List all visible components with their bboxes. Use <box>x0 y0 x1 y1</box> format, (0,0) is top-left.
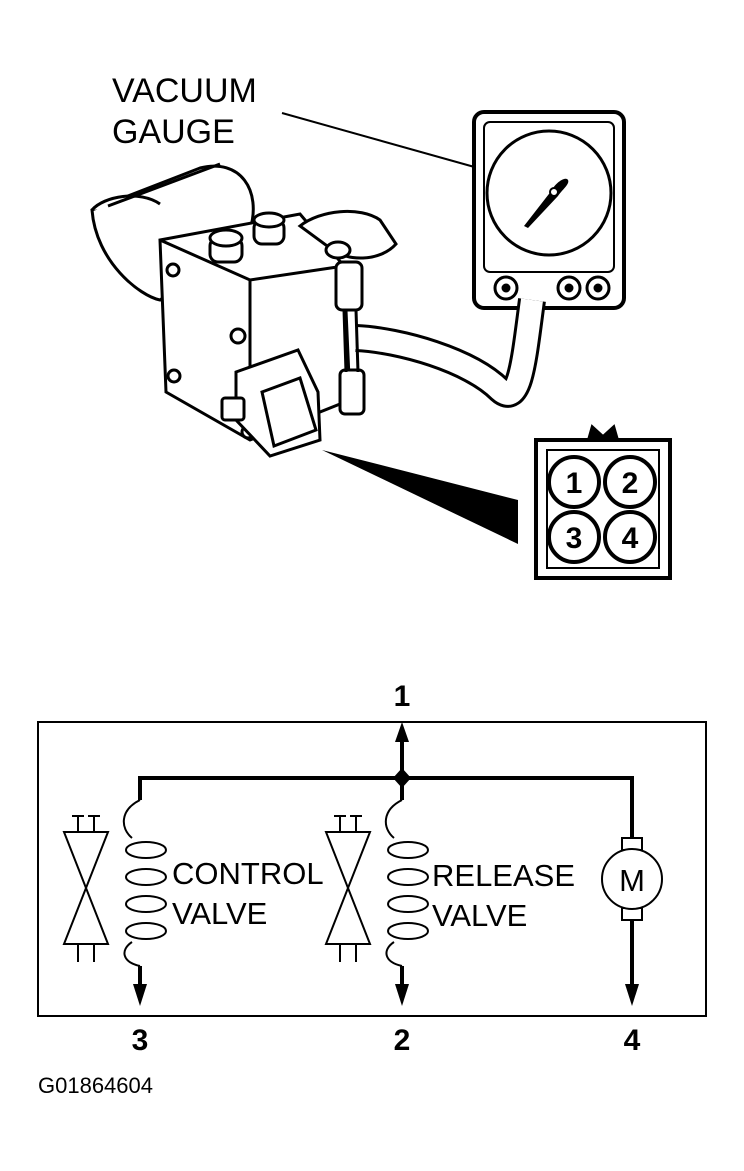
connector-pin-4: 4 <box>622 522 639 555</box>
connector-pin-3: 3 <box>566 522 583 555</box>
release-valve-label-1: RELEASE <box>432 858 575 893</box>
speed-control-servo <box>90 162 398 458</box>
control-valve-label-2: VALVE <box>172 896 267 931</box>
control-valve-symbol <box>62 815 110 962</box>
motor-letter: M <box>619 863 645 898</box>
terminal-1-label: 1 <box>394 680 411 713</box>
terminal-3-label: 3 <box>132 1024 149 1057</box>
connector-pin-2: 2 <box>622 467 639 500</box>
terminal-2-label: 2 <box>394 1024 411 1057</box>
vacuum-hose <box>355 298 546 408</box>
motor-symbol <box>601 837 663 921</box>
schematic-border <box>37 721 707 1017</box>
callout-line-2: GAUGE <box>112 113 235 151</box>
release-valve-label-2: VALVE <box>432 898 527 933</box>
callout-line-1: VACUUM <box>112 72 257 110</box>
vacuum-gauge <box>472 110 626 310</box>
terminal-3-arrow <box>133 984 147 1006</box>
terminal-4-label: 4 <box>624 1024 641 1057</box>
terminal-2-arrow <box>395 984 409 1006</box>
connector-face-view <box>534 424 672 580</box>
terminal-4-arrow <box>625 984 639 1006</box>
control-valve-solenoid <box>122 799 167 967</box>
callout-leader <box>281 112 479 169</box>
control-valve-label-1: CONTROL <box>172 856 324 891</box>
release-valve-symbol <box>324 815 372 962</box>
connector-pointer <box>322 450 518 544</box>
terminal-1-arrow <box>395 722 409 742</box>
connector-pin-1: 1 <box>566 467 583 500</box>
figure-id: G01864604 <box>38 1073 153 1098</box>
release-valve-solenoid <box>384 799 429 967</box>
power-bus <box>138 776 634 840</box>
